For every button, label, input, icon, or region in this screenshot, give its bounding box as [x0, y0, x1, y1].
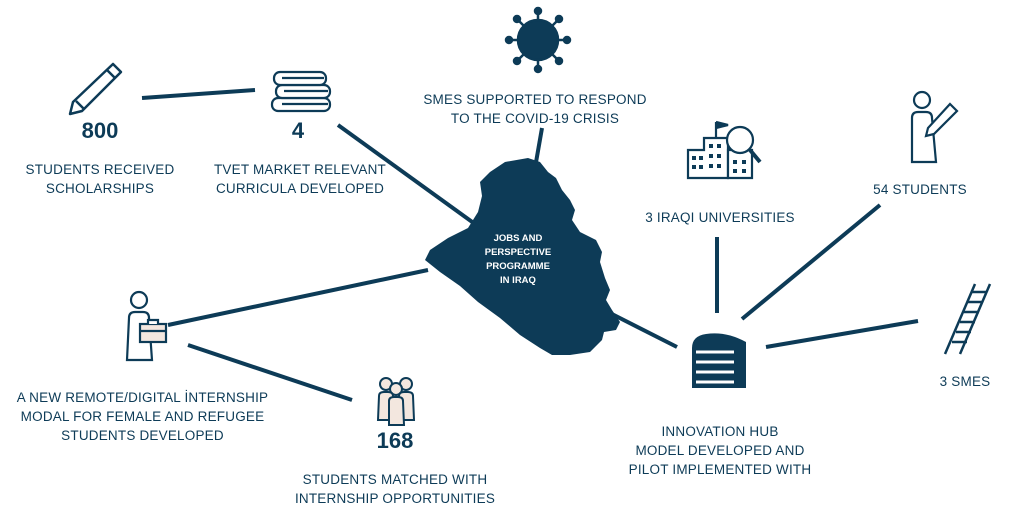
scholarships-label: STUDENTS RECEIVED SCHOLARSHIPS — [10, 160, 190, 198]
label-line: STUDENTS RECEIVED — [25, 162, 175, 177]
map-label-line: PERSPECTIVE — [484, 247, 552, 258]
pencil-icon — [68, 62, 123, 116]
tvet-label: TVET MARKET RELEVANT CURRICULA DEVELOPED — [200, 160, 400, 198]
label-line: TVET MARKET RELEVANT — [213, 162, 387, 177]
student-writing-icon — [910, 90, 959, 164]
person-briefcase-icon — [125, 290, 168, 362]
label-line: 3 IRAQI UNIVERSITIES — [645, 210, 795, 225]
connector-smes3-hub — [765, 319, 919, 349]
label-line: MODEL DEVELOPED AND — [635, 443, 805, 458]
label-line: CURRICULA DEVELOPED — [215, 181, 385, 196]
innovation-hub-icon — [692, 333, 746, 388]
label-line: 3 SMES — [939, 374, 991, 389]
ladder-icon — [943, 283, 992, 355]
books-stack-icon — [270, 70, 332, 113]
matched-number: 168 — [376, 428, 414, 453]
label-line: A NEW REMOTE/DIGITAL İNTERNSHIP — [16, 390, 269, 405]
label-line: 54 STUDENTS — [873, 182, 967, 197]
map-label-line: PROGRAMME — [486, 261, 550, 272]
map-label-line: IN IRAQ — [500, 275, 536, 286]
smes-covid-label: SMES SUPPORTED TO RESPOND TO THE COVID-1… — [410, 90, 660, 128]
label-line: STUDENTS MATCHED WITH — [302, 472, 488, 487]
label-line: SCHOLARSHIPS — [45, 181, 155, 196]
connector-students54-hub — [740, 203, 882, 321]
tvet-number: 4 — [291, 118, 305, 143]
scholarships-number: 800 — [81, 118, 119, 143]
connector-lines — [141, 88, 919, 402]
label-line: SMES SUPPORTED TO RESPOND — [423, 92, 647, 107]
smes3-label: 3 SMES — [925, 372, 1005, 391]
map-label: JOBS AND PERSPECTIVE PROGRAMME IN IRAQ — [468, 232, 568, 288]
label-line: INNOVATION HUB — [661, 424, 779, 439]
students54-label: 54 STUDENTS — [860, 180, 980, 199]
label-line: STUDENTS DEVELOPED — [61, 428, 224, 443]
universities-label: 3 IRAQI UNIVERSITIES — [625, 208, 815, 227]
map-label-line: JOBS AND — [493, 233, 543, 244]
label-line: MODAL FOR FEMALE AND REFUGEE — [20, 409, 265, 424]
iraq-map — [425, 158, 620, 355]
label-line: TO THE COVID-19 CRISIS — [450, 111, 620, 126]
connector-map-internship — [167, 268, 429, 327]
connector-internship-matched — [187, 343, 353, 402]
virus-icon — [504, 6, 572, 74]
connector-map-hub — [603, 308, 678, 349]
label-line: PILOT IMPLEMENTED WITH — [628, 462, 812, 477]
matched-label: STUDENTS MATCHED WITH INTERNSHIP OPPORTU… — [285, 470, 505, 508]
label-line: INTERNSHIP OPPORTUNITIES — [294, 491, 496, 506]
innovation-hub-label: INNOVATION HUB MODEL DEVELOPED AND PILOT… — [615, 422, 825, 479]
internship-modal-label: A NEW REMOTE/DIGITAL İNTERNSHIP MODAL FO… — [0, 388, 285, 445]
connector-tvet-map — [336, 123, 477, 226]
university-search-icon — [686, 120, 762, 180]
students-group-icon — [376, 377, 416, 426]
connector-scholarships-tvet — [141, 88, 256, 100]
